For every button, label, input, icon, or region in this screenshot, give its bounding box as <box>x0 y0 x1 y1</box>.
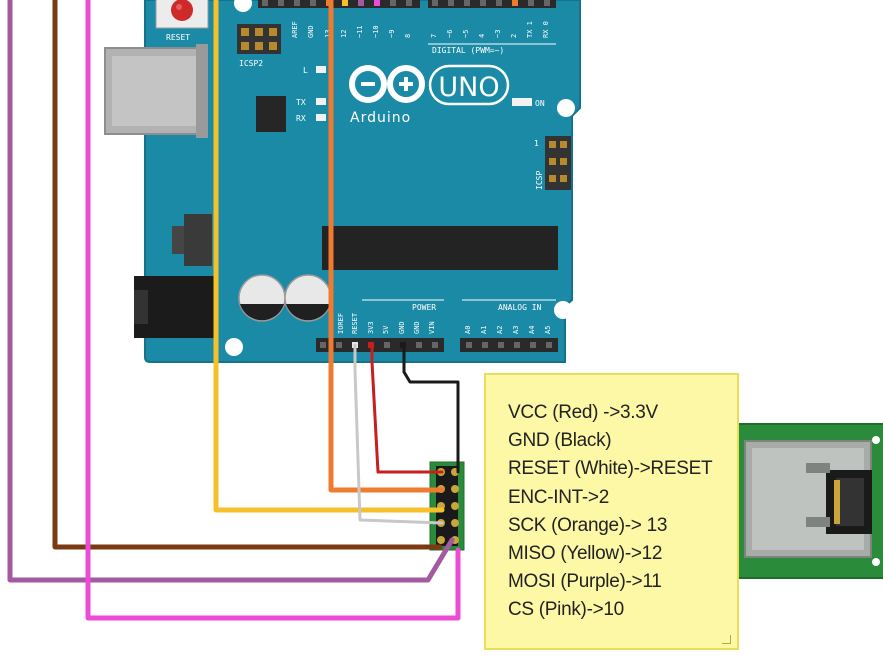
pin-label-5: ~5 <box>462 30 470 38</box>
uno-badge: UNO <box>428 64 510 106</box>
connection-miso: MISO (Yellow)->12 <box>508 543 663 565</box>
mounting-hole <box>225 338 243 356</box>
pin-label-4: 4 <box>478 34 486 38</box>
capacitor <box>284 274 332 322</box>
connection-list: VCC (Red) ->3.3V GND (Black) RESET (Whit… <box>486 375 737 625</box>
led-tx-label: TX <box>296 98 306 107</box>
usb-chip <box>256 96 286 132</box>
pin-label-a3: A3 <box>512 326 520 334</box>
reset-button[interactable] <box>155 0 209 29</box>
connection-mosi: MOSI (Purple)->11 <box>508 571 662 593</box>
pin-label-2: 2 <box>510 34 518 38</box>
wire-black-gnd <box>402 343 460 474</box>
resize-corner-icon <box>722 635 731 644</box>
icsp-label: ICSP <box>535 171 544 190</box>
power-pin-labels: IOREF RESET 3V3 5V GND GND VIN <box>337 312 436 334</box>
pin-label-aref: AREF <box>291 21 299 38</box>
rj45-jack <box>744 440 872 558</box>
logo-text: Arduino <box>350 110 411 126</box>
mounting-hole <box>554 301 572 319</box>
pin-label-a2: A2 <box>496 326 504 334</box>
pin-label-a1: A1 <box>480 326 488 334</box>
pin-label-12: 12 <box>340 30 348 38</box>
digital-header-left <box>258 0 420 8</box>
led-tx <box>316 98 326 105</box>
wire-pink-cs <box>85 0 461 621</box>
usb-connector <box>104 44 208 138</box>
pin-label-rx0: RX 0 <box>542 21 550 38</box>
pin-label-vin: VIN <box>428 321 436 334</box>
mounting-hole <box>557 99 575 117</box>
arduino-logo <box>349 65 425 103</box>
pin-label-gnd-2: GND <box>413 321 421 334</box>
wire-brown <box>52 0 443 550</box>
board-pcb <box>144 0 581 363</box>
mounting-hole <box>872 558 880 566</box>
pin-label-6: ~6 <box>446 30 454 38</box>
pin-label-3v3: 3V3 <box>367 321 375 334</box>
pin-label-5v: 5V <box>382 325 390 334</box>
pin-label-3: ~3 <box>494 30 502 38</box>
pin-label-11: ~11 <box>356 25 364 38</box>
pin-label-a4: A4 <box>528 326 536 334</box>
voltage-regulator-tab <box>184 214 212 266</box>
capacitor <box>238 274 286 322</box>
pin-label-gnd: GND <box>307 25 315 38</box>
pin-label-tx1: TX 1 <box>526 21 534 38</box>
pin-label-gnd-1: GND <box>398 321 406 334</box>
wire-yellow-miso <box>213 0 445 513</box>
icsp-header <box>545 136 571 190</box>
icsp2-label: ICSP2 <box>239 59 263 68</box>
analog-header <box>460 338 558 352</box>
enc28j60-ethernet-module <box>429 423 883 579</box>
reset-label: RESET <box>166 33 190 42</box>
arduino-uno-board: RESET ICSP2 <box>104 0 581 363</box>
power-jack <box>134 276 214 338</box>
connection-cs: CS (Pink)->10 <box>508 599 624 621</box>
mounting-hole <box>234 0 252 12</box>
led-rx-label: RX <box>296 114 306 123</box>
pin-label-7: 7 <box>430 34 438 38</box>
pin-label-a0: A0 <box>464 326 472 334</box>
pin-label-reset: RESET <box>351 312 359 334</box>
pin-label-10: ~10 <box>372 25 380 38</box>
digital-header-right <box>428 0 556 8</box>
connection-gnd: GND (Black) <box>508 430 612 452</box>
microcontroller-chip <box>322 226 558 270</box>
wire-purple-mosi <box>7 0 455 583</box>
connection-enc-int: ENC-INT->2 <box>508 486 609 508</box>
pin-label-9: ~9 <box>388 30 396 38</box>
wires <box>7 0 461 621</box>
pin-connection-note: VCC (Red) ->3.3V GND (Black) RESET (Whit… <box>484 373 739 650</box>
wire-white-reset <box>353 343 444 525</box>
pin-label-8: 8 <box>404 34 412 38</box>
power-label: POWER <box>412 303 436 312</box>
digital-label: DIGITAL (PWM=~) <box>432 46 504 55</box>
on-label: ON <box>535 99 545 108</box>
led-rx <box>316 114 326 121</box>
wire-orange-sck <box>328 0 445 493</box>
wire-red-vcc <box>370 343 444 474</box>
pin-label-ioref: IOREF <box>337 313 345 334</box>
analog-label: ANALOG IN <box>498 303 542 312</box>
led-on <box>512 98 532 106</box>
module-header <box>429 461 465 551</box>
led-l-label: L <box>303 66 308 75</box>
pin-label-13: 13 <box>324 30 332 38</box>
analog-pin-labels: A0 A1 A2 A3 A4 A5 <box>464 326 552 334</box>
pin-label-a5: A5 <box>544 326 552 334</box>
icsp-pin1-label: 1 <box>534 139 539 148</box>
power-header <box>316 338 444 352</box>
icsp2-header <box>237 24 281 54</box>
top-pin-labels: AREF GND 13 12 ~11 ~10 ~9 8 7 ~6 ~5 4 ~3… <box>291 21 550 38</box>
led-l <box>316 66 326 73</box>
brand-name: UNO <box>438 72 499 103</box>
connection-sck: SCK (Orange)-> 13 <box>508 514 668 536</box>
connection-reset: RESET (White)->RESET <box>508 458 713 480</box>
mounting-hole <box>872 436 880 444</box>
connection-vcc: VCC (Red) ->3.3V <box>508 402 658 423</box>
